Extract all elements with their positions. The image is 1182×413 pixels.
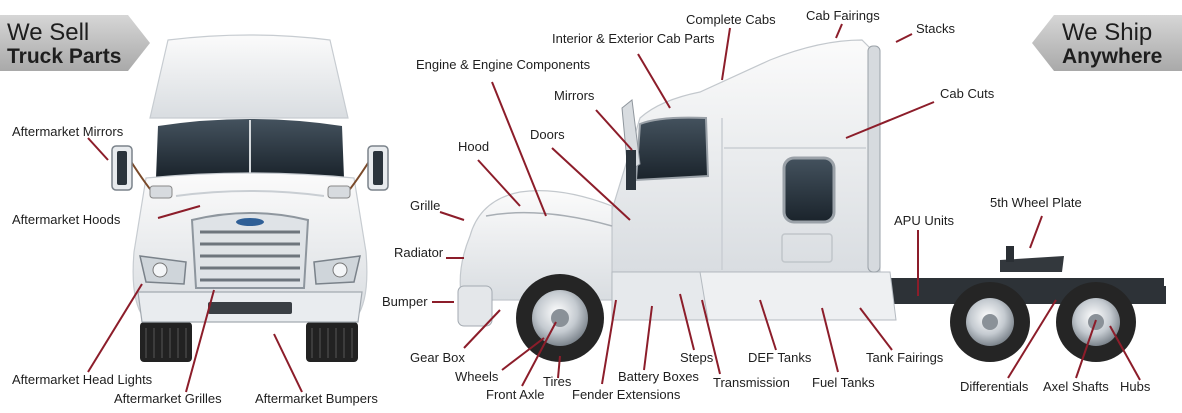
- leader-stacks: [895, 33, 913, 43]
- leader-steps: [679, 293, 695, 351]
- label-fuel-tanks[interactable]: Fuel Tanks: [812, 375, 875, 390]
- label-tank-fairings[interactable]: Tank Fairings: [866, 350, 944, 365]
- front-right-tire: [306, 322, 358, 362]
- label-apu-units[interactable]: APU Units: [894, 213, 954, 228]
- label-aftermarket-head-lights[interactable]: Aftermarket Head Lights: [12, 372, 153, 387]
- leader-interior-exterior: [637, 53, 671, 109]
- fifth-wheel-plate: [1000, 256, 1064, 272]
- label-hubs[interactable]: Hubs: [1120, 379, 1151, 394]
- leader-axel-shafts: [1075, 319, 1097, 379]
- label-gear-box[interactable]: Gear Box: [410, 350, 465, 365]
- leader-grille: [439, 211, 465, 221]
- leader-doors: [551, 147, 631, 221]
- leader-hubs: [1109, 325, 1141, 381]
- side-bumper: [457, 285, 493, 327]
- leader-aftermarket-head-lights: [87, 283, 143, 373]
- label-transmission[interactable]: Transmission: [713, 375, 790, 390]
- label-cab-fairings[interactable]: Cab Fairings: [806, 8, 880, 23]
- label-cab-cuts[interactable]: Cab Cuts: [940, 86, 995, 101]
- leader-mirrors: [595, 109, 633, 151]
- label-aftermarket-hoods[interactable]: Aftermarket Hoods: [12, 212, 121, 227]
- label-5th-wheel-plate[interactable]: 5th Wheel Plate: [990, 195, 1082, 210]
- exhaust-stack: [867, 45, 881, 273]
- leader-aftermarket-hoods: [157, 205, 201, 219]
- fuel-tank-fairing: [699, 271, 897, 321]
- leader-fifth-wheel: [1029, 215, 1043, 249]
- we-sell-line2: Truck Parts: [7, 45, 122, 68]
- label-fender-extensions[interactable]: Fender Extensions: [572, 387, 681, 402]
- leader-aftermarket-grilles: [185, 289, 215, 393]
- label-axel-shafts[interactable]: Axel Shafts: [1043, 379, 1109, 394]
- leader-transmission: [701, 299, 721, 375]
- label-mirrors[interactable]: Mirrors: [554, 88, 595, 103]
- we-ship-line2: Anywhere: [1062, 45, 1163, 68]
- front-view-truck: [111, 34, 389, 362]
- label-stacks[interactable]: Stacks: [916, 21, 956, 36]
- side-view-truck: [457, 39, 1166, 362]
- leader-gear-box: [463, 309, 501, 349]
- leader-engine: [491, 81, 547, 217]
- leader-cab-fairings: [835, 23, 843, 39]
- leader-hood: [477, 159, 521, 207]
- label-complete-cabs[interactable]: Complete Cabs: [686, 12, 776, 27]
- leader-def-tanks: [759, 299, 777, 351]
- leader-aftermarket-bumpers: [273, 333, 303, 393]
- label-engine-components[interactable]: Engine & Engine Components: [416, 57, 591, 72]
- we-sell-line1: We Sell: [7, 19, 90, 46]
- front-emblem: [236, 218, 264, 226]
- label-battery-boxes[interactable]: Battery Boxes: [618, 369, 699, 384]
- we-sell-banner: We Sell Truck Parts: [0, 15, 150, 71]
- leader-wheels: [501, 337, 545, 371]
- leader-complete-cabs: [721, 27, 731, 81]
- label-front-axle[interactable]: Front Axle: [486, 387, 545, 402]
- label-radiator[interactable]: Radiator: [394, 245, 444, 260]
- leader-cab-cuts: [845, 101, 935, 139]
- leader-lines: [87, 23, 1141, 393]
- leader-battery-boxes: [643, 305, 653, 371]
- label-wheels[interactable]: Wheels: [455, 369, 499, 384]
- label-def-tanks[interactable]: DEF Tanks: [748, 350, 812, 365]
- label-grille[interactable]: Grille: [410, 198, 441, 213]
- label-interior-exterior-cab-parts[interactable]: Interior & Exterior Cab Parts: [552, 31, 715, 46]
- sleeper-window: [782, 156, 836, 224]
- leader-tank-fairings: [859, 307, 893, 351]
- label-aftermarket-bumpers[interactable]: Aftermarket Bumpers: [255, 391, 378, 406]
- label-differentials[interactable]: Differentials: [960, 379, 1029, 394]
- label-bumper[interactable]: Bumper: [382, 294, 428, 309]
- we-ship-line1: We Ship: [1062, 19, 1153, 46]
- front-cab-roof: [149, 34, 349, 119]
- label-aftermarket-grilles[interactable]: Aftermarket Grilles: [114, 391, 222, 406]
- label-hood[interactable]: Hood: [458, 139, 490, 154]
- label-steps[interactable]: Steps: [680, 350, 714, 365]
- leader-fender-extensions: [601, 299, 617, 385]
- label-doors[interactable]: Doors: [530, 127, 565, 142]
- leader-tires: [557, 355, 561, 379]
- we-ship-banner: We Ship Anywhere: [1032, 15, 1182, 71]
- front-left-tire: [140, 322, 192, 362]
- leader-front-axle: [521, 321, 557, 387]
- door-window: [634, 116, 710, 182]
- leader-fuel-tanks: [821, 307, 839, 373]
- leader-differentials: [1007, 299, 1057, 379]
- label-aftermarket-mirrors[interactable]: Aftermarket Mirrors: [12, 124, 124, 139]
- label-tires[interactable]: Tires: [543, 374, 572, 389]
- leader-aftermarket-mirrors: [87, 137, 109, 161]
